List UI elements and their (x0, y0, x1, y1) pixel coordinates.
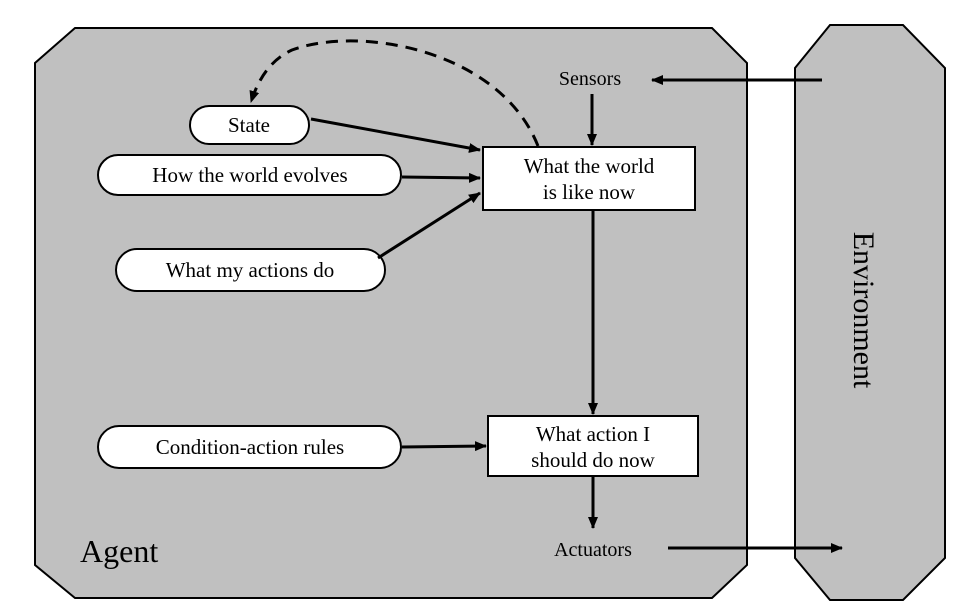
arrow-state-to-world-now (310, 117, 481, 153)
what-my-actions-do-box (115, 248, 386, 292)
world-now-box (482, 146, 696, 211)
agent-panel (34, 27, 748, 599)
world-now-line1: What the world (524, 154, 655, 178)
what-my-actions-do-label: What my actions do (166, 258, 335, 282)
arrow-evolves-to-world-now (401, 172, 481, 183)
arrow-rules-to-action-now (401, 441, 487, 452)
arrow-world-now-to-state-dashed (249, 39, 540, 147)
environment-panel (794, 24, 946, 601)
how-world-evolves-box (97, 154, 402, 196)
arrow-actions-do-to-world-now (377, 191, 481, 260)
condition-action-rules-box (97, 425, 402, 469)
state-label: State (228, 113, 270, 137)
action-now-box (487, 415, 699, 477)
agent-label: Agent (80, 533, 158, 569)
state-box (189, 105, 310, 145)
environment-label: Environment (847, 232, 880, 389)
action-now-line1: What action I (536, 422, 650, 446)
world-now-line2: is like now (543, 180, 636, 204)
actuators-label: Actuators (554, 539, 632, 561)
how-world-evolves-label: How the world evolves (152, 163, 347, 187)
sensors-label: Sensors (559, 68, 621, 90)
condition-action-rules-label: Condition-action rules (156, 435, 344, 459)
action-now-line2: should do now (531, 448, 656, 472)
